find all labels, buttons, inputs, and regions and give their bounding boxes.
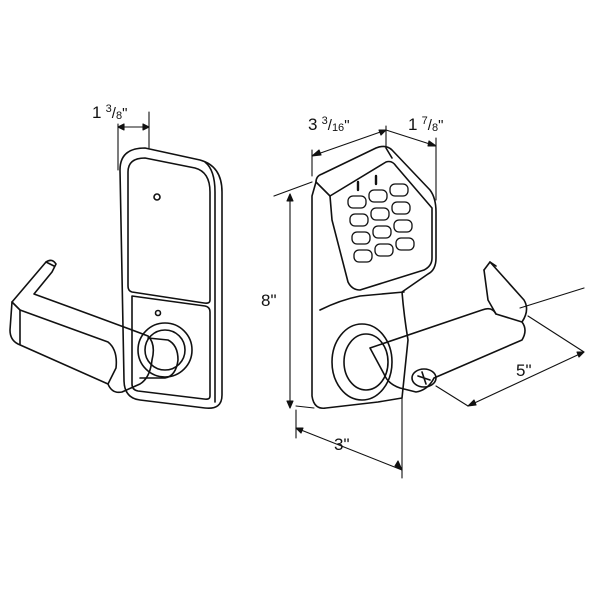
base-depth-dimension [295, 397, 403, 479]
front-view-lock [9, 147, 223, 410]
front-depth-dimension [117, 111, 150, 171]
label-base-depth: 3" [334, 435, 350, 454]
front-top-panel [127, 157, 211, 304]
front-escutcheon [119, 147, 223, 410]
label-lever-length: 5" [516, 361, 532, 380]
height-dimension [273, 181, 315, 409]
front-rose-plate [131, 295, 211, 400]
keypad-depth-dimension [385, 129, 437, 201]
label-body-width: 3 3/16" [308, 115, 350, 134]
angled-lever [369, 307, 526, 393]
body-width-dimension [311, 125, 387, 177]
label-height: 8" [261, 291, 277, 310]
keypad-keys [347, 174, 415, 263]
angled-body [311, 145, 437, 410]
label-front-depth: 1 3/8" [92, 103, 128, 122]
lever-length-dimension [435, 287, 585, 407]
keypad-face [329, 160, 433, 291]
front-lever [9, 259, 155, 394]
angled-view-lock [311, 145, 528, 410]
label-keypad-depth: 1 7/8" [408, 115, 444, 134]
